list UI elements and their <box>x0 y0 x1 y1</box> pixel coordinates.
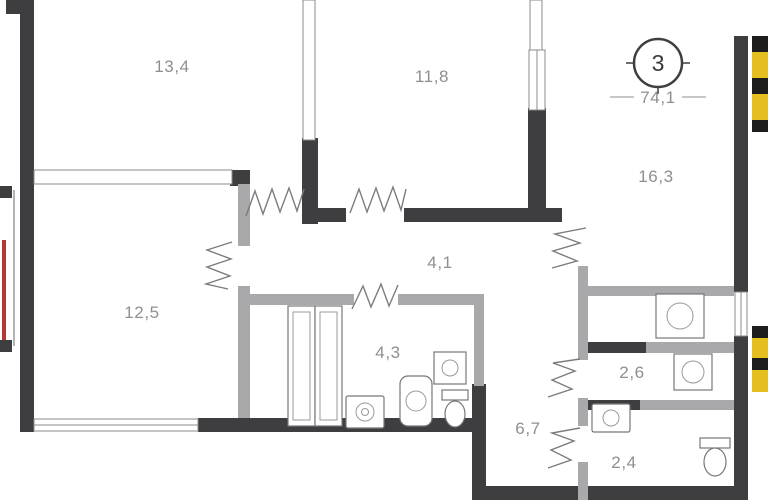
partition-segment <box>588 286 734 296</box>
partition-segment <box>398 294 474 305</box>
wall-segment <box>0 186 12 198</box>
partition-segment <box>474 294 484 386</box>
axis-marker-bottom <box>752 326 768 392</box>
partition-segment <box>578 266 588 360</box>
room-labels: 13,4 11,8 16,3 4,1 12,5 4,3 2,6 6,7 2,4 <box>124 57 674 472</box>
axis-marker-black <box>752 78 768 94</box>
axis-marker-black <box>752 326 768 338</box>
doors <box>203 184 587 469</box>
axis-marker-top <box>752 36 768 132</box>
partition-segment <box>578 398 588 426</box>
room-area-label: 2,4 <box>611 453 636 472</box>
axis-marker-yellow <box>752 370 768 392</box>
room-area-label: 16,3 <box>638 167 674 186</box>
door-symbol <box>547 358 581 398</box>
sink-symbol <box>433 351 467 385</box>
partitions <box>238 184 734 500</box>
apartment-stamp: 3 74,1 <box>610 37 706 107</box>
door-symbol <box>547 427 581 469</box>
partition-segment <box>302 0 316 141</box>
room-area-label: 6,7 <box>515 419 540 438</box>
wall-segment <box>316 208 346 222</box>
wall-segment <box>302 138 318 224</box>
wardrobe-symbol <box>287 305 343 427</box>
stamp-total-area: 74,1 <box>640 88 676 107</box>
door-symbol <box>203 241 234 290</box>
partition-segment <box>640 400 734 410</box>
balcony-rail <box>0 186 15 352</box>
axis-marker-black <box>752 120 768 132</box>
room-area-label: 11,8 <box>415 67 449 86</box>
wall-segment <box>20 0 34 432</box>
door-symbol <box>351 282 399 310</box>
wall-segment <box>528 108 546 220</box>
axis-marker-yellow <box>752 52 768 78</box>
washing-machine-symbol <box>591 403 631 433</box>
door-symbol <box>349 184 407 215</box>
furniture <box>287 293 731 477</box>
wall-segment <box>480 486 748 500</box>
toilet-symbol <box>699 437 731 477</box>
axis-marker-yellow <box>752 338 768 358</box>
wall-segment <box>588 342 646 353</box>
toilet-symbol <box>441 389 469 428</box>
axis-marker-black <box>752 358 768 370</box>
channel-partitions <box>33 0 543 185</box>
windows <box>33 49 748 432</box>
door-symbol <box>245 185 305 217</box>
room-area-label: 13,4 <box>154 57 190 76</box>
partition-segment <box>238 184 250 246</box>
door-symbol <box>550 227 587 269</box>
sink-symbol <box>655 293 705 339</box>
partition-segment <box>646 342 734 353</box>
stamp-rooms-count: 3 <box>652 50 665 76</box>
axis-marker-black <box>752 36 768 52</box>
wall-segment <box>0 340 12 352</box>
partition-segment <box>250 294 354 305</box>
room-area-label: 4,1 <box>427 253 452 272</box>
wall-segment <box>404 208 562 222</box>
axis-marker-yellow <box>752 94 768 120</box>
washing-machine-symbol <box>345 395 385 429</box>
partition-segment <box>578 462 588 500</box>
wall-segment <box>734 36 748 292</box>
room-area-label: 4,3 <box>375 343 400 362</box>
boiler-symbol <box>673 353 713 391</box>
water-heater-symbol <box>399 375 433 427</box>
partition-segment <box>529 0 543 51</box>
balcony-red-line <box>2 240 6 342</box>
room-area-label: 12,5 <box>124 303 160 322</box>
room-area-label: 2,6 <box>619 363 644 382</box>
wall-segment <box>230 170 250 186</box>
wall-segment <box>734 336 748 500</box>
partition-segment <box>238 286 250 418</box>
wall-segment <box>472 384 486 500</box>
partition-segment <box>33 169 233 185</box>
